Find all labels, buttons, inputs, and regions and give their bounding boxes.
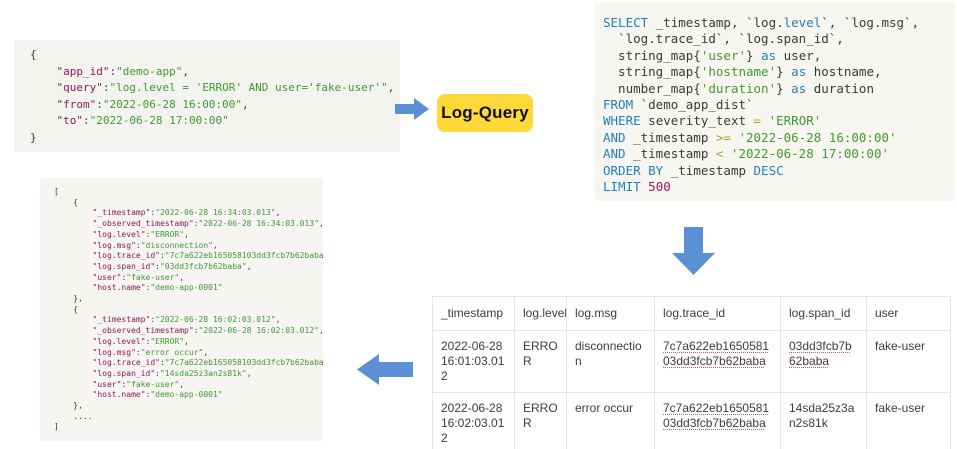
code-line: }, [54,401,323,412]
code-line: "to":"2022-06-28 17:00:00" [30,113,400,130]
right-arrow-icon [395,98,429,120]
table-cell: error occur [567,393,655,449]
code-line: SELECT _timestamp, `log.level`, `log.msg… [603,15,955,31]
code-line: "_timestamp":"2022-06-28 16:02:03.012", [54,315,323,326]
log-query-label: Log-Query [441,103,529,123]
sql-query-block: SELECT _timestamp, `log.level`, `log.msg… [594,3,955,201]
code-line: "host.name":"demo-app-0001" [54,390,323,401]
code-line: "log.level":"ERROR", [54,230,323,241]
code-line: "host.name":"demo-app-0001" [54,283,323,294]
table-cell: fake-user [867,331,951,393]
results-column-header: log.level [515,297,567,331]
table-cell: 03dd3fcb7b62baba [781,331,867,393]
table-cell: disconnection [567,331,655,393]
code-line: WHERE severity_text = 'ERROR' [603,113,955,129]
left-arrow-icon [357,352,413,387]
code-line: "app_id":"demo-app", [30,64,400,81]
code-line: "log.span_id":"03dd3fcb7b62baba", [54,262,323,273]
code-line: { [30,47,400,64]
request-json-block: { "app_id":"demo-app", "query":"log.leve… [14,40,400,152]
code-line: .... [54,412,323,423]
code-line: "user":"fake-user", [54,273,323,284]
response-json-block: [ { "_timestamp":"2022-06-28 16:34:03.01… [40,178,323,441]
results-column-header: user [867,297,951,331]
code-line: ] [54,422,323,433]
code-line: "user":"fake-user", [54,380,323,391]
code-line: "log.level":"ERROR", [54,337,323,348]
table-cell: 2022-06-28 16:01:03.012 [433,331,515,393]
code-line: LIMIT 500 [603,179,955,195]
results-column-header: _timestamp [433,297,515,331]
results-table-header-row: _timestamplog.levellog.msglog.trace_idlo… [433,297,951,331]
table-row: 2022-06-28 16:02:03.012ERRORerror occur7… [433,393,951,449]
code-line: "_observed_timestamp":"2022-06-28 16:34:… [54,219,323,230]
code-line: AND _timestamp >= '2022-06-28 16:00:00' [603,130,955,146]
code-line: "_observed_timestamp":"2022-06-28 16:02:… [54,326,323,337]
code-line: [ [54,187,323,198]
code-line: `log.trace_id`, `log.span_id`, [603,31,955,47]
code-line: "from":"2022-06-28 16:00:00", [30,97,400,114]
table-cell: 14sda25z3an2s81k [781,393,867,449]
table-cell: ERROR [515,393,567,449]
table-cell: 7c7a622eb165058103dd3fcb7b62baba [655,331,781,393]
code-line: ORDER BY _timestamp DESC [603,163,955,179]
log-query-box: Log-Query [437,94,533,132]
table-row: 2022-06-28 16:01:03.012ERRORdisconnectio… [433,331,951,393]
results-column-header: log.span_id [781,297,867,331]
code-line: }, [54,294,323,305]
code-line: "log.msg":"disconnection", [54,241,323,252]
code-line: "log.trace_id":"7c7a622eb165058103dd3fcb… [54,251,323,262]
code-line: "query":"log.level = 'ERROR' AND user='f… [30,80,400,97]
table-cell: ERROR [515,331,567,393]
results-table: _timestamplog.levellog.msglog.trace_idlo… [432,296,951,449]
code-line: string_map{'user'} as user, [603,48,955,64]
code-line: "log.span_id":"14sda25z3an2s81k", [54,369,323,380]
code-line: "_timestamp":"2022-06-28 16:34:03.013", [54,208,323,219]
code-line: FROM `demo_app_dist` [603,97,955,113]
code-line: { [54,305,323,316]
results-column-header: log.trace_id [655,297,781,331]
code-line: { [54,198,323,209]
code-line: "log.trace_id":"7c7a622eb165058103dd3fcb… [54,358,323,369]
table-cell: fake-user [867,393,951,449]
table-cell: 7c7a622eb165058103dd3fcb7b62baba [655,393,781,449]
code-line: number_map{'duration'} as duration [603,81,955,97]
code-line: "log.msg":"error occur", [54,348,323,359]
results-column-header: log.msg [567,297,655,331]
down-arrow-icon [672,227,715,275]
code-line: } [30,130,400,147]
table-cell: 2022-06-28 16:02:03.012 [433,393,515,449]
code-line: AND _timestamp < '2022-06-28 17:00:00' [603,146,955,162]
code-line: string_map{'hostname'} as hostname, [603,64,955,80]
